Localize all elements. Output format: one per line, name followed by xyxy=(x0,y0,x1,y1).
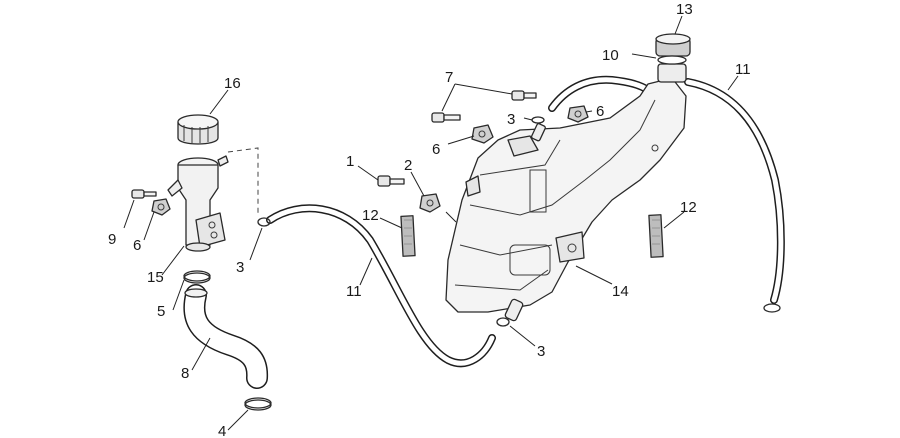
callout-8: 8 xyxy=(181,365,189,382)
tank-bottom-spigot xyxy=(504,298,524,322)
expansion-tank xyxy=(445,63,687,313)
hose-11-left xyxy=(266,204,496,368)
nut-6-left xyxy=(151,198,171,216)
callout-6-right: 6 xyxy=(596,103,604,120)
nut-6-right xyxy=(567,105,589,123)
callout-3-bottom: 3 xyxy=(537,343,545,360)
nut-6-center xyxy=(471,124,494,144)
callout-12-right: 12 xyxy=(680,199,697,216)
pump-body-15 xyxy=(167,155,229,252)
callout-11-left: 11 xyxy=(346,283,362,300)
o-ring-5 xyxy=(183,270,211,284)
clip-right-hose-end xyxy=(763,303,781,313)
callout-10: 10 xyxy=(602,47,619,64)
clip-3-left xyxy=(257,217,271,227)
leader-lines xyxy=(123,15,739,431)
tank-cap-13 xyxy=(655,33,691,57)
callout-11-right: 11 xyxy=(735,61,751,78)
callout-4: 4 xyxy=(218,423,226,438)
callout-3-left: 3 xyxy=(236,259,244,276)
callout-15: 15 xyxy=(147,269,164,286)
hose-clamp-4 xyxy=(244,397,272,411)
callout-2: 2 xyxy=(404,157,412,174)
bolt-7-lower xyxy=(431,112,461,123)
callout-12-left: 12 xyxy=(362,207,379,224)
callout-16: 16 xyxy=(224,75,241,92)
clip-3-bottom xyxy=(496,317,510,327)
clip-3-center xyxy=(531,116,545,124)
callout-5: 5 xyxy=(157,303,165,320)
tank-top-spigot xyxy=(531,123,546,142)
grommet-2 xyxy=(419,193,441,213)
callout-14: 14 xyxy=(612,283,629,300)
pad-12-right xyxy=(648,214,664,258)
hose-11-right xyxy=(684,78,785,304)
seal-10 xyxy=(657,55,687,65)
pump-cap-16 xyxy=(177,114,219,145)
alignment-dashed-line xyxy=(227,147,259,215)
pad-12-left xyxy=(400,215,416,257)
hose-8 xyxy=(183,284,269,389)
callout-13: 13 xyxy=(676,1,693,18)
callout-9: 9 xyxy=(108,231,116,248)
callout-3-center: 3 xyxy=(507,111,515,128)
hose-upper xyxy=(548,75,652,112)
callout-6-center: 6 xyxy=(432,141,440,158)
callout-6-left: 6 xyxy=(133,237,141,254)
callout-7: 7 xyxy=(445,69,453,86)
bolt-1 xyxy=(377,175,405,187)
callout-1: 1 xyxy=(346,153,354,170)
bolt-9 xyxy=(131,189,157,199)
bolt-7-upper xyxy=(511,90,537,101)
